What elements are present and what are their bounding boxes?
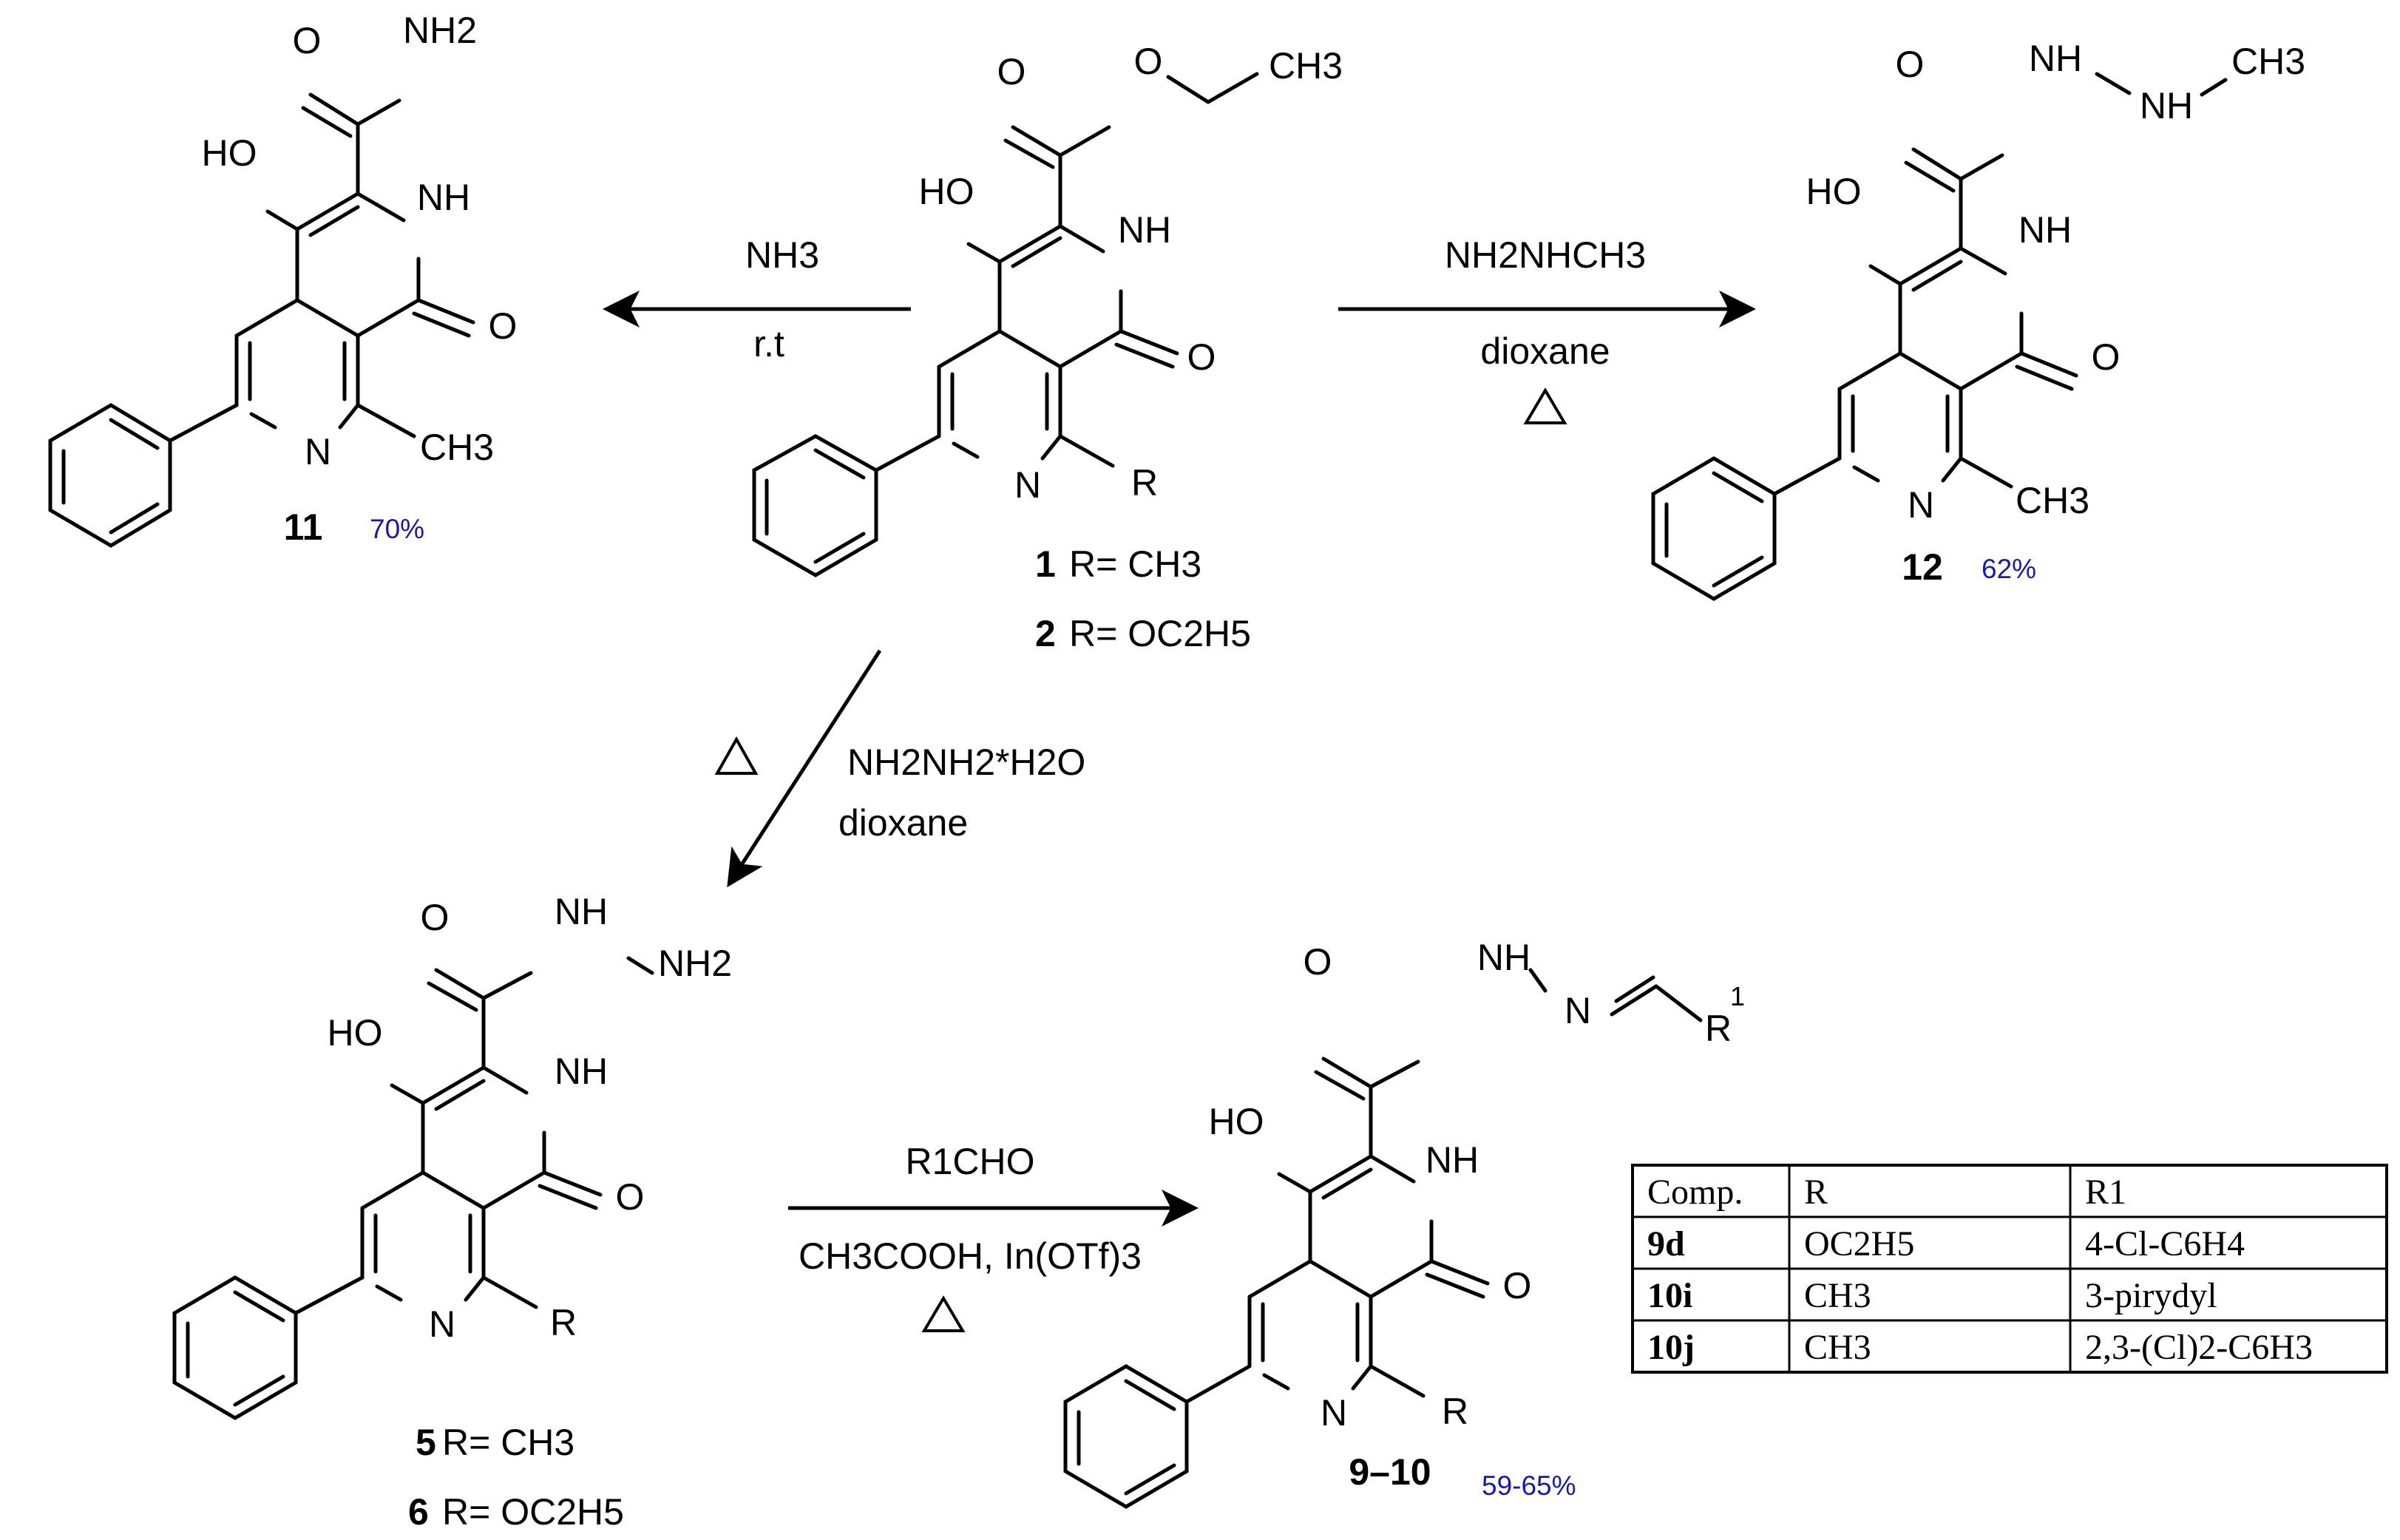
table-cell-r: CH3 [1804,1276,1871,1315]
compound-11-yield: 70% [370,514,424,544]
compound-1-definition: R= CH3 [1069,543,1201,585]
compound-6-number: 6 [408,1491,429,1533]
atom-o: O [421,897,450,938]
compound-5-6-labels: O NH NH2 HO NH O N R 5 R= CH3 6 R= OC2H5 [328,891,733,1533]
atom-nh2: NH2 [403,10,477,51]
heat-triangle-icon [714,736,759,775]
atom-o: O [1503,1265,1532,1306]
compound-5-definition: R= CH3 [442,1422,574,1463]
table-cell-compound: 9d [1647,1224,1685,1263]
compound-1-number: 1 [1035,543,1056,585]
atom-nh: NH [2029,38,2082,79]
table-header-r1: R1 [2085,1173,2126,1212]
heat-triangle-icon [1523,387,1567,424]
substituent-ch3: CH3 [2231,41,2305,82]
atom-nh: NH [417,177,470,218]
atom-ho: HO [1806,171,1862,212]
compound-9-10-yield: 59-65% [1482,1471,1576,1501]
atom-o: O [1304,941,1332,983]
compound-1-2-labels: O O HO NH O N R CH3 1 R= CH3 2 R= OC2H5 [919,41,1343,654]
atom-o: O [489,305,518,347]
substituent-ch3: CH3 [1269,45,1343,87]
heat-triangle-icon [921,1295,966,1332]
atom-nh: NH [1426,1139,1479,1181]
compound-12-labels: O NH NH CH3 HO NH O N CH3 12 62% [1806,38,2306,588]
reaction-arrow-condensation: R1CHO CH3COOH, In(OTf)3 [788,1141,1199,1332]
atom-n: N [1565,990,1591,1031]
table-cell-r: OC2H5 [1804,1224,1914,1263]
atom-r: R [1131,462,1158,503]
atom-ho: HO [1209,1101,1264,1142]
solvent-dioxane: dioxane [1480,330,1610,372]
substituent-ch3: CH3 [420,427,494,468]
atom-r1: R [1705,1008,1732,1049]
atom-ho: HO [328,1012,383,1054]
atom-o: O [293,20,322,61]
compound-9-10-labels: O NH N R 1 HO NH O N R 9–10 59-65% [1209,937,1746,1501]
compound-11-number: 11 [284,506,323,548]
atom-o: O [1896,44,1925,85]
substituent-table: Comp. R R1 9d OC2H5 4-Cl-C6H4 10i CH3 3-… [1631,1164,2388,1374]
table-header-r: R [1804,1173,1828,1212]
compound-11-labels: O NH2 HO NH O N CH3 11 70% [202,10,518,548]
atom-n: N [429,1303,455,1345]
reagent-ammonia: NH3 [745,234,819,276]
solvent-dioxane: dioxane [838,802,968,844]
atom-o: O [997,51,1026,92]
atom-nh2: NH2 [658,943,732,984]
compound-5-number: 5 [416,1422,436,1463]
atom-ho: HO [919,171,974,212]
table-cell-r1: 2,3-(Cl)2-C6H3 [2085,1328,2313,1367]
compound-1-2-structure [752,72,1259,577]
table-cell-compound: 10i [1647,1276,1692,1315]
compound-9-10-structure [1063,968,1703,1509]
atom-r: R [550,1302,577,1343]
conditions-room-temperature: r.t [753,323,784,364]
atom-nh: NH [555,1051,608,1092]
table-header-comp: Comp. [1647,1173,1743,1212]
atom-o: O [616,1176,645,1218]
reaction-arrow-ammonolysis: NH3 r.t [603,234,911,364]
reagent-hydrazine-hydrate: NH2NH2*H2O [847,742,1085,783]
compound-12-number: 12 [1902,546,1943,588]
compound-9-10-number: 9–10 [1349,1451,1431,1493]
atom-nh: NH [2018,209,2072,251]
atom-nh: NH [1477,937,1530,978]
table-cell-compound: 10j [1647,1328,1695,1367]
compound-12-structure [1651,72,2228,601]
atom-n: N [1014,464,1041,506]
atom-o: O [1187,336,1216,378]
atom-nh: NH [1118,209,1171,251]
table-cell-r: CH3 [1804,1328,1871,1367]
reaction-arrow-hydrazinolysis: NH2NH2*H2O dioxane [714,649,1085,888]
atom-nh: NH [2140,85,2193,126]
reagent-aldehyde: R1CHO [905,1141,1034,1182]
compound-5-6-structure [172,956,654,1420]
reaction-arrow-methylhydrazine: NH2NHCH3 dioxane [1338,234,1756,424]
compound-2-number: 2 [1035,613,1056,654]
atom-o: O [2092,336,2121,378]
table-cell-r1: 4-Cl-C6H4 [2085,1224,2245,1263]
atom-r: R [1442,1391,1468,1432]
atom-o: O [1134,41,1163,82]
atom-n: N [1321,1392,1347,1434]
atom-n: N [1908,484,1934,526]
compound-11-structure [48,92,475,548]
compound-2-definition: R= OC2H5 [1069,613,1251,654]
atom-nh: NH [555,891,608,932]
compound-6-definition: R= OC2H5 [442,1491,624,1533]
atom-ho: HO [202,132,257,174]
compound-12-yield: 62% [1982,554,2036,584]
table-cell-r1: 3-pirydyl [2085,1276,2217,1315]
atom-n: N [305,431,331,472]
catalyst-conditions: CH3COOH, In(OTf)3 [799,1235,1142,1277]
reagent-methylhydrazine: NH2NHCH3 [1445,234,1646,276]
r1-superscript: 1 [1730,981,1745,1011]
substituent-ch3: CH3 [2016,480,2089,521]
